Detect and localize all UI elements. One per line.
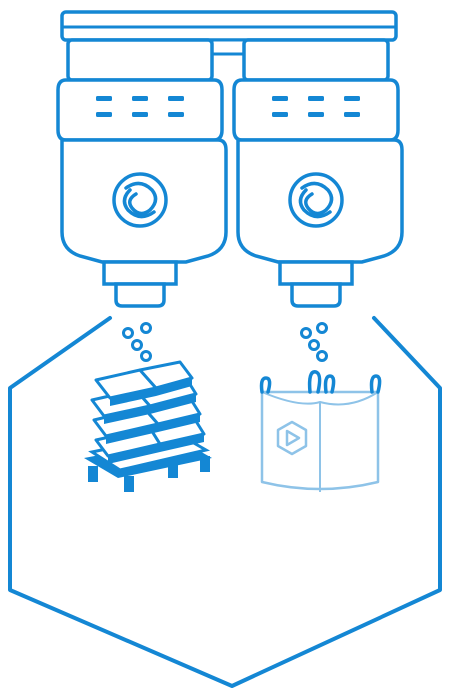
hopper-ring: [58, 80, 222, 140]
hopper-cap: [244, 40, 388, 80]
falling-granules: [124, 324, 151, 361]
fibc-bulk-bag-icon: [262, 372, 380, 492]
hopper-ring: [234, 80, 398, 140]
bag-pallet-icon: [84, 362, 212, 492]
hopper-neck: [280, 262, 352, 284]
hopper-body: [238, 140, 402, 262]
hopper-neck: [104, 262, 176, 284]
left-hopper: [58, 40, 226, 361]
falling-granules: [302, 324, 327, 361]
hopper-nozzle: [292, 284, 340, 306]
hopper-nozzle: [116, 284, 164, 306]
hopper-cap: [68, 40, 212, 80]
frame-connector: [212, 40, 246, 54]
hexagon-outline: [10, 318, 440, 686]
hopper-body: [62, 140, 226, 262]
right-hopper: [234, 40, 402, 361]
